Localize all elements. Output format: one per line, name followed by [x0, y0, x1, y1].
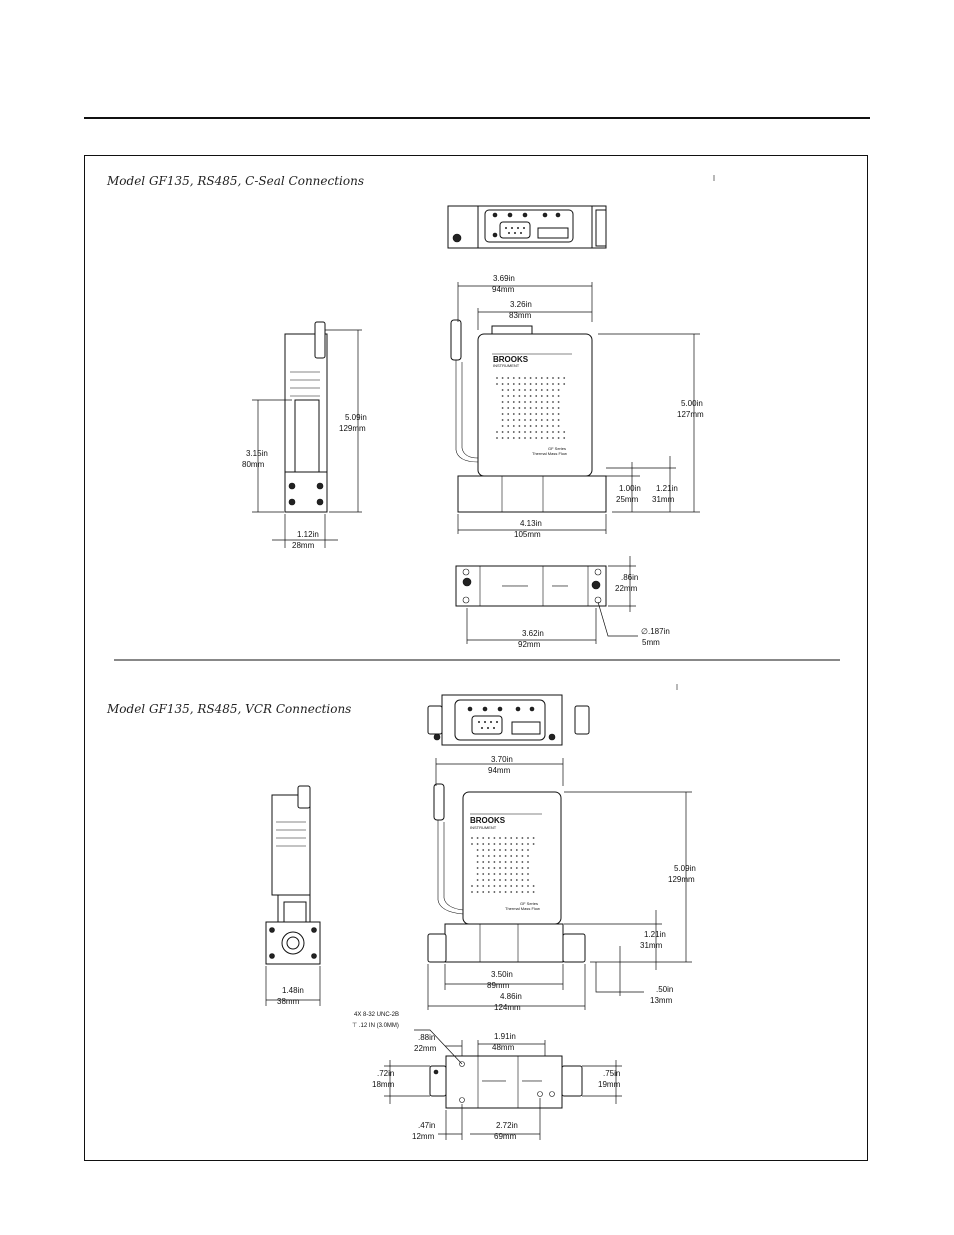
- svg-text:80mm: 80mm: [242, 460, 265, 469]
- svg-text:3.50in: 3.50in: [491, 970, 513, 979]
- svg-text:89mm: 89mm: [487, 981, 510, 990]
- svg-text:94mm: 94mm: [488, 766, 511, 775]
- svg-text:1.00in: 1.00in: [619, 484, 641, 493]
- svg-text:Thermal Mass Flow: Thermal Mass Flow: [505, 906, 540, 911]
- svg-text:25mm: 25mm: [616, 495, 639, 504]
- svg-text:48mm: 48mm: [492, 1043, 515, 1052]
- svg-text:INSTRUMENT: INSTRUMENT: [493, 363, 520, 368]
- svg-text:22mm: 22mm: [615, 584, 638, 593]
- svg-text:BROOKS: BROOKS: [493, 355, 529, 364]
- svg-text:12mm: 12mm: [412, 1132, 435, 1141]
- svg-text:4X 8-32 UNC-2B: 4X 8-32 UNC-2B: [354, 1012, 399, 1018]
- svg-text:Thermal Mass Flow: Thermal Mass Flow: [532, 451, 567, 456]
- svg-text:105mm: 105mm: [514, 530, 541, 539]
- svg-text:1.48in: 1.48in: [282, 986, 304, 995]
- svg-text:1.21in: 1.21in: [644, 930, 666, 939]
- svg-text:31mm: 31mm: [640, 941, 663, 950]
- svg-text:22mm: 22mm: [414, 1044, 437, 1053]
- s2-dimensions: [265, 758, 692, 1140]
- svg-text:94mm: 94mm: [492, 285, 515, 294]
- figure-frame: [84, 155, 868, 1161]
- s2-top-view: [427, 694, 590, 746]
- s2-side-view: [265, 785, 321, 965]
- svg-text:.50in: .50in: [656, 985, 673, 994]
- svg-text:2.72in: 2.72in: [496, 1121, 518, 1130]
- svg-text:.47in: .47in: [418, 1121, 435, 1130]
- svg-text:1.91in: 1.91in: [494, 1032, 516, 1041]
- svg-text:1.12in: 1.12in: [297, 530, 319, 539]
- s2-bottom-view: xxxxxxxxxxxx xxxxxxxxxx: [429, 1055, 583, 1109]
- s1-top-view: [447, 205, 607, 249]
- svg-text:31mm: 31mm: [652, 495, 675, 504]
- svg-text:13mm: 13mm: [650, 996, 673, 1005]
- s1-side-view: [284, 321, 328, 513]
- svg-text:5.09in: 5.09in: [345, 413, 367, 422]
- svg-text:5.09in: 5.09in: [674, 864, 696, 873]
- svg-text:.72in: .72in: [377, 1069, 394, 1078]
- svg-text:.86in: .86in: [621, 573, 638, 582]
- svg-text:.75in: .75in: [603, 1069, 620, 1078]
- svg-text:xxxxxxxxxxxxx: xxxxxxxxxxxxx: [502, 583, 528, 588]
- svg-text:3.15in: 3.15in: [246, 449, 268, 458]
- svg-text:18mm: 18mm: [372, 1080, 395, 1089]
- s1-front-grille: [496, 377, 566, 439]
- svg-text:4.13in: 4.13in: [520, 519, 542, 528]
- svg-text:5.00in: 5.00in: [681, 399, 703, 408]
- svg-text:.88in: .88in: [418, 1033, 435, 1042]
- s1-dimensions: [252, 282, 700, 644]
- svg-text:129mm: 129mm: [339, 424, 366, 433]
- s2-dimension-labels: 3.70in 94mm 5.09in 129mm 1.21in 31mm 3.50in…: [277, 755, 696, 1141]
- s2-front-grille: [471, 837, 535, 893]
- svg-text:BROOKS: BROOKS: [470, 816, 506, 825]
- svg-text:INSTRUMENT: INSTRUMENT: [470, 825, 497, 830]
- section1-caption: Model GF135, RS485, C-Seal Connections: [107, 174, 365, 188]
- s1-dimension-labels: 3.69in 94mm 3.26in 83mm 5.00in 127mm 1.00in…: [242, 274, 704, 649]
- svg-text:3.26in: 3.26in: [510, 300, 532, 309]
- svg-text:38mm: 38mm: [277, 997, 300, 1006]
- svg-text:28mm: 28mm: [292, 541, 315, 550]
- svg-text:129mm: 129mm: [668, 875, 695, 884]
- svg-text:∅.187in: ∅.187in: [641, 627, 670, 636]
- s2-front-view: BROOKS INSTRUMENT GF Series Thermal Mass…: [427, 783, 586, 963]
- svg-text:92mm: 92mm: [518, 640, 541, 649]
- s1-bottom-view: xxxxxxxxxxxxx xxxxxxxx: [455, 565, 607, 607]
- svg-text:1.21in: 1.21in: [656, 484, 678, 493]
- svg-text:127mm: 127mm: [677, 410, 704, 419]
- svg-text:4.86in: 4.86in: [500, 992, 522, 1001]
- svg-text:xxxxxxxxxx: xxxxxxxxxx: [522, 1078, 542, 1083]
- svg-text:5mm: 5mm: [642, 638, 660, 647]
- svg-text:3.70in: 3.70in: [491, 755, 513, 764]
- svg-text:69mm: 69mm: [494, 1132, 517, 1141]
- section2-caption: Model GF135, RS485, VCR Connections: [107, 702, 352, 716]
- svg-text:3.69in: 3.69in: [493, 274, 515, 283]
- svg-text:GF Series: GF Series: [548, 446, 566, 451]
- svg-text:19mm: 19mm: [598, 1080, 621, 1089]
- s1-front-view: BROOKS INSTRUMENT GF Series Thermal Mass…: [450, 319, 607, 513]
- svg-text:83mm: 83mm: [509, 311, 532, 320]
- svg-text:xxxxxxxxxxxx: xxxxxxxxxxxx: [482, 1078, 506, 1083]
- svg-text:3.62in: 3.62in: [522, 629, 544, 638]
- svg-text:GF Series: GF Series: [520, 901, 538, 906]
- svg-text:124mm: 124mm: [494, 1003, 521, 1012]
- top-rule: [84, 117, 870, 119]
- svg-text:⊤ .12 IN (3.0MM): ⊤ .12 IN (3.0MM): [352, 1022, 399, 1029]
- svg-text:xxxxxxxx: xxxxxxxx: [552, 583, 568, 588]
